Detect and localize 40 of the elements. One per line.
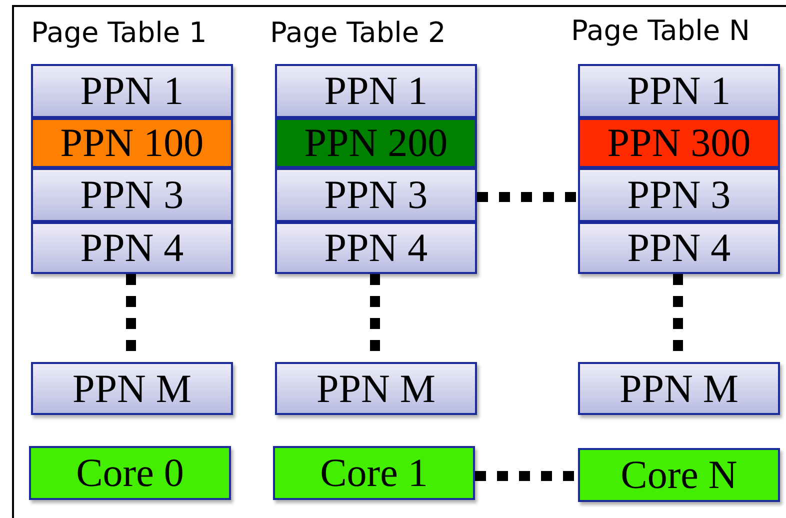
entry-text: PPN M	[620, 368, 738, 408]
core-box	[578, 448, 780, 502]
table-title: Page Table N	[571, 14, 750, 47]
entry-text: PPN 3	[324, 175, 428, 215]
entry-text: PPN M	[316, 368, 436, 408]
page-table-entry	[578, 118, 780, 168]
page-table-entry	[31, 362, 233, 415]
page-table-entry	[578, 362, 780, 415]
entry-text: PPN 4	[627, 228, 731, 268]
page-table-entry	[275, 118, 477, 168]
page-table-entry	[275, 362, 477, 415]
table-title: Page Table 1	[31, 16, 207, 49]
entry-text: PPN 1	[80, 71, 184, 111]
page-table-entry	[31, 64, 233, 118]
entry-text: PPN 3	[80, 175, 184, 215]
core-box	[29, 446, 231, 500]
core-box	[273, 446, 475, 500]
entry-text: Core 0	[76, 453, 184, 493]
dotted-connector	[477, 192, 578, 202]
page-table-entry	[31, 168, 233, 222]
entry-text: Core N	[620, 455, 738, 495]
page-table-entry	[578, 222, 780, 274]
entry-text: PPN 3	[627, 175, 731, 215]
page-table-entry	[31, 118, 233, 168]
page-table-entry	[275, 64, 477, 118]
page-table-entry	[578, 64, 780, 118]
table-title: Page Table 2	[270, 16, 446, 49]
entry-text: Core 1	[320, 453, 428, 493]
page-table-entry	[275, 222, 477, 274]
entry-text: PPN 1	[627, 71, 731, 111]
page-table-entry	[31, 222, 233, 274]
page-table-entry	[578, 168, 780, 222]
entry-text: PPN 1	[324, 71, 428, 111]
page-table-entry	[275, 168, 477, 222]
entry-text: PPN 200	[304, 123, 448, 163]
entry-text: PPN 4	[324, 228, 428, 268]
entry-text: PPN M	[72, 368, 192, 408]
entry-text: PPN 4	[80, 228, 184, 268]
entry-text: PPN 100	[60, 123, 204, 163]
entry-text: PPN 300	[607, 123, 751, 163]
